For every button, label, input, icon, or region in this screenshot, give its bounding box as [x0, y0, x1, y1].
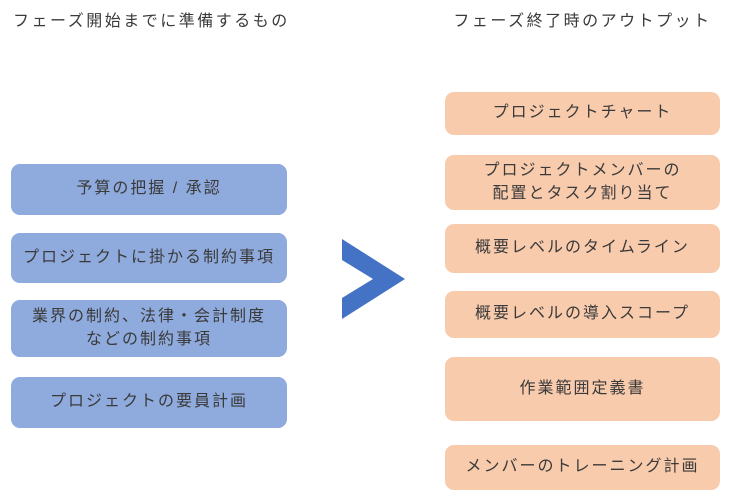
- output-box-project-chart: プロジェクトチャート: [445, 92, 720, 135]
- prep-box-staffing-plan: プロジェクトの要員計画: [11, 377, 287, 428]
- prep-box-budget: 予算の把握 / 承認: [11, 164, 287, 215]
- right-column-title: フェーズ終了時のアウトプット: [453, 13, 712, 30]
- output-box-timeline: 概要レベルのタイムライン: [445, 224, 720, 273]
- left-column-title: フェーズ開始までに準備するもの: [13, 13, 290, 30]
- chevron-right-icon: [342, 239, 405, 319]
- output-box-training-plan: メンバーのトレーニング計画: [445, 445, 720, 490]
- prep-box-project-constraints: プロジェクトに掛かる制約事項: [11, 233, 287, 283]
- output-box-sow: 作業範囲定義書: [445, 357, 720, 421]
- output-box-scope: 概要レベルの導入スコープ: [445, 291, 720, 338]
- prep-box-industry-legal-constraints: 業界の制約、法律・会計制度 などの制約事項: [11, 300, 287, 357]
- output-box-member-assignment: プロジェクトメンバーの 配置とタスク割り当て: [445, 155, 720, 210]
